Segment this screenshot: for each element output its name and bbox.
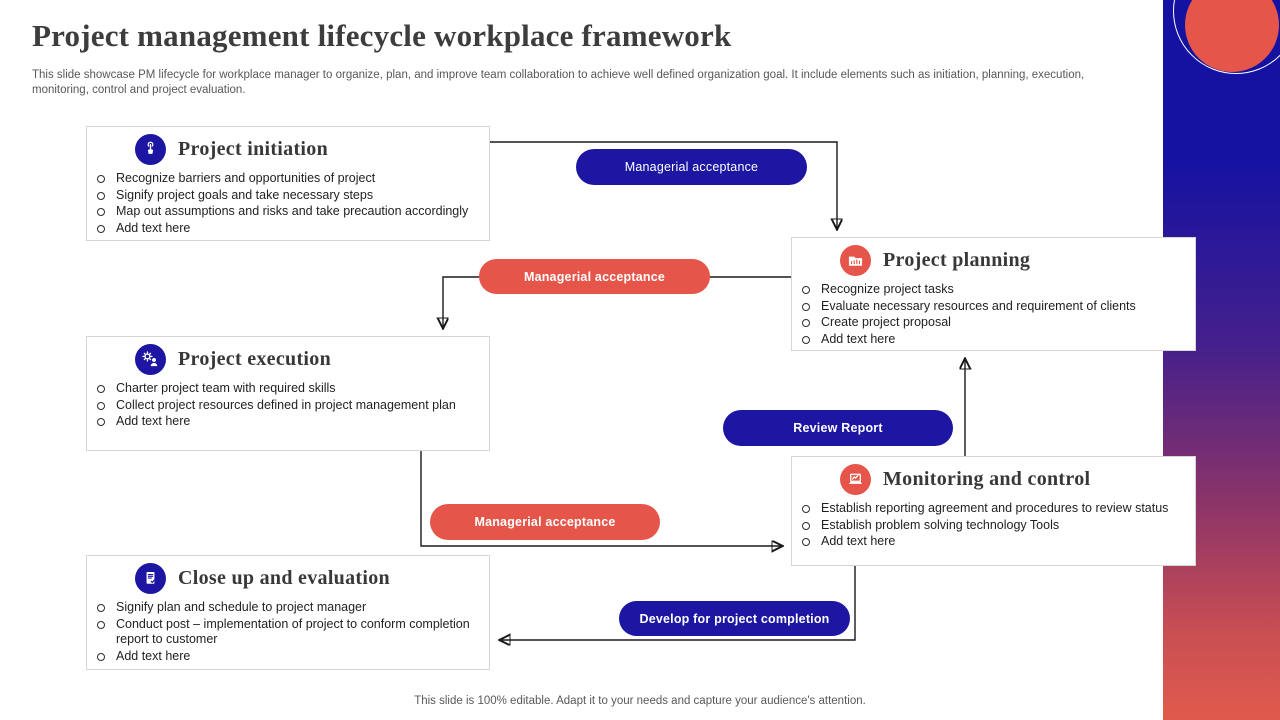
bullet-marker xyxy=(97,224,105,233)
bullet-marker xyxy=(802,286,810,294)
stage-header: Monitoring and control xyxy=(792,457,1195,498)
bullet-item: Signify plan and schedule to project man… xyxy=(97,600,481,616)
stage-card-project-execution: Project execution Charter project team w… xyxy=(86,336,490,451)
bullet-item: Create project proposal xyxy=(802,315,1187,331)
bullet-text: Conduct post – implementation of project… xyxy=(116,616,470,647)
pill-managerial-acceptance-1: Managerial acceptance xyxy=(576,149,807,185)
stage-card-close-up-and-evaluation: Close up and evaluation Signify plan and… xyxy=(86,555,490,670)
stage-header: Close up and evaluation xyxy=(87,556,489,597)
pill-review-report: Review Report xyxy=(723,410,953,446)
bullet-text: Establish problem solving technology Too… xyxy=(821,517,1060,532)
document-check-icon xyxy=(135,563,166,594)
bullet-text: Signify plan and schedule to project man… xyxy=(116,600,367,614)
bullet-text: Map out assumptions and risks and take p… xyxy=(116,204,469,218)
page-title: Project management lifecycle workplace f… xyxy=(32,18,732,53)
bullet-item: Add text here xyxy=(802,332,1187,348)
footer-note: This slide is 100% editable. Adapt it to… xyxy=(414,695,866,707)
stage-header: Project execution xyxy=(87,337,489,378)
bullet-marker xyxy=(97,401,105,410)
bullet-text: Collect project resources defined in pro… xyxy=(116,397,456,412)
bullet-item: Map out assumptions and risks and take p… xyxy=(97,204,481,220)
bullet-marker xyxy=(97,652,105,661)
stage-bullet-list: Establish reporting agreement and proced… xyxy=(792,501,1195,550)
bullet-marker xyxy=(802,302,810,311)
bullet-item: Recognize barriers and opportunities of … xyxy=(97,171,481,187)
bullet-marker xyxy=(97,604,105,612)
decorative-sidebar xyxy=(1163,0,1280,720)
bullet-item: Add text here xyxy=(97,649,481,665)
planning-folder-icon xyxy=(840,245,871,276)
bullet-item: Conduct post – implementation of project… xyxy=(97,617,481,648)
stage-title: Project initiation xyxy=(178,138,328,160)
bullet-text: Signify project goals and take necessary… xyxy=(116,187,374,202)
stage-card-monitoring-and-control: Monitoring and control Establish reporti… xyxy=(791,456,1196,566)
bullet-text: Charter project team with required skill… xyxy=(116,381,336,395)
stage-title: Project execution xyxy=(178,348,332,370)
bullet-marker xyxy=(802,319,810,327)
stage-card-project-initiation: Project initiation Recognize barriers an… xyxy=(86,126,490,241)
bullet-marker xyxy=(97,418,105,426)
stage-bullet-list: Recognize barriers and opportunities of … xyxy=(87,171,489,236)
bullet-item: Establish problem solving technology Too… xyxy=(802,518,1187,534)
bullet-item: Evaluate necessary resources and require… xyxy=(802,299,1187,315)
pill-managerial-acceptance-2: Managerial acceptance xyxy=(479,259,710,294)
bullet-text: Recognize project tasks xyxy=(821,282,954,296)
bullet-marker xyxy=(802,335,810,344)
bullet-item: Establish reporting agreement and proced… xyxy=(802,501,1187,517)
page-subtitle: This slide showcase PM lifecycle for wor… xyxy=(32,69,1085,96)
stage-header: Project initiation xyxy=(87,127,489,168)
bullet-item: Signify project goals and take necessary… xyxy=(97,188,481,204)
bullet-text: Add text here xyxy=(821,331,896,346)
bullet-item: Add text here xyxy=(802,534,1187,550)
pill-managerial-acceptance-3: Managerial acceptance xyxy=(430,504,660,540)
bullet-marker xyxy=(97,385,105,393)
bullet-text: Add text here xyxy=(116,220,191,235)
bullet-text: Recognize barriers and opportunities of … xyxy=(116,171,376,185)
bullet-marker xyxy=(802,538,810,546)
laptop-chart-icon xyxy=(840,464,871,495)
bullet-marker xyxy=(802,521,810,530)
corner-ring-shape xyxy=(1173,0,1280,74)
bullet-item: Add text here xyxy=(97,414,481,430)
stage-bullet-list: Charter project team with required skill… xyxy=(87,381,489,430)
bullet-item: Add text here xyxy=(97,221,481,237)
stage-bullet-list: Signify plan and schedule to project man… xyxy=(87,600,489,664)
stage-card-project-planning: Project planning Recognize project tasks… xyxy=(791,237,1196,351)
pill-develop-for-project-completion: Develop for project completion xyxy=(619,601,850,636)
bullet-marker xyxy=(97,620,105,629)
bullet-marker xyxy=(97,175,105,183)
tap-select-icon xyxy=(135,134,166,165)
bullet-text: Add text here xyxy=(116,414,191,428)
stage-title: Monitoring and control xyxy=(883,468,1091,490)
bullet-marker xyxy=(97,191,105,200)
gears-person-icon xyxy=(135,344,166,375)
stage-header: Project planning xyxy=(792,238,1195,279)
bullet-marker xyxy=(97,208,105,216)
stage-title: Close up and evaluation xyxy=(178,567,390,589)
bullet-marker xyxy=(802,505,810,513)
bullet-text: Add text here xyxy=(116,648,191,663)
bullet-item: Collect project resources defined in pro… xyxy=(97,398,481,414)
bullet-text: Evaluate necessary resources and require… xyxy=(821,298,1136,313)
stage-title: Project planning xyxy=(883,249,1031,271)
bullet-item: Charter project team with required skill… xyxy=(97,381,481,397)
bullet-text: Add text here xyxy=(821,534,896,548)
bullet-item: Recognize project tasks xyxy=(802,282,1187,298)
bullet-text: Establish reporting agreement and proced… xyxy=(821,501,1169,515)
bullet-text: Create project proposal xyxy=(821,315,951,329)
